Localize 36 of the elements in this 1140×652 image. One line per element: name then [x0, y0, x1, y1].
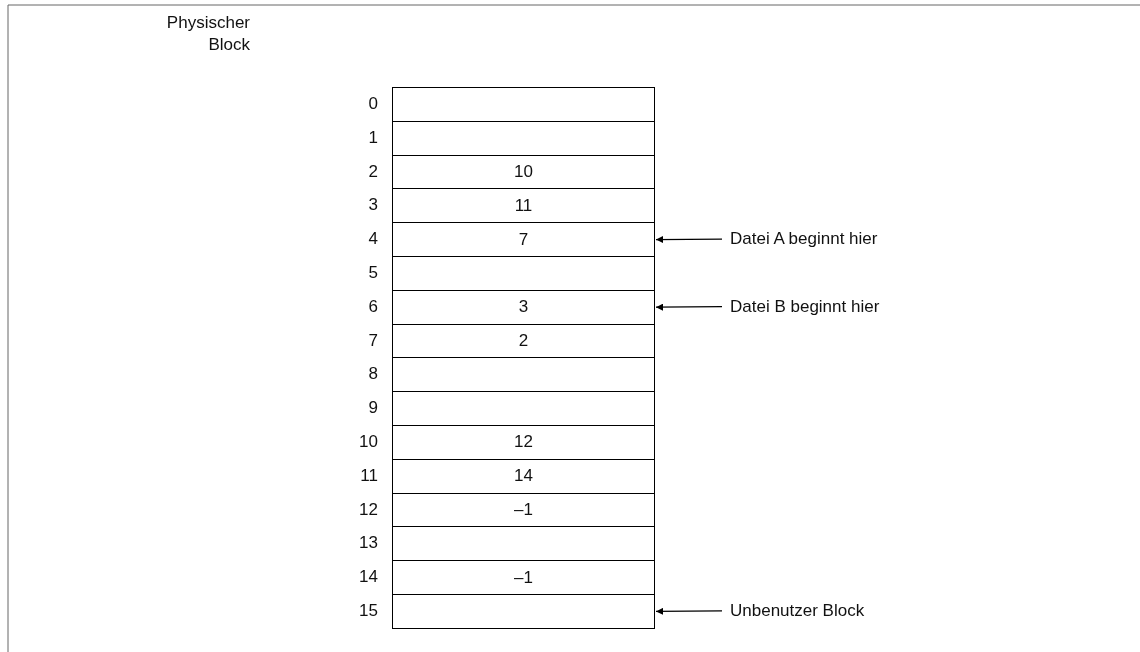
arrow — [655, 236, 723, 244]
block-number: 14 — [358, 567, 378, 588]
block-number: 6 — [367, 296, 378, 317]
block-number: 7 — [367, 330, 378, 351]
block-number: 5 — [367, 262, 378, 283]
block-entry: 14 — [392, 458, 655, 494]
block-number: 15 — [358, 600, 378, 621]
empty-block-entry — [392, 526, 655, 562]
empty-block-entry — [392, 391, 655, 426]
block-number: 4 — [367, 229, 378, 250]
arrow — [655, 303, 723, 311]
annotation-text: Datei B beginnt hier — [730, 296, 880, 317]
arrow — [655, 607, 723, 615]
block-number: 0 — [367, 93, 378, 114]
block-number: 8 — [367, 364, 378, 385]
block-number: 1 — [367, 127, 378, 148]
annotation-text: Datei A beginnt hier — [730, 229, 878, 250]
empty-block-entry — [392, 357, 655, 393]
block-entry: 7 — [392, 222, 655, 257]
block-number: 9 — [367, 398, 378, 419]
block-number: 12 — [358, 499, 378, 520]
empty-block-entry — [392, 256, 655, 291]
column-header: Physischer Block — [165, 12, 250, 56]
empty-block-entry — [392, 87, 655, 122]
block-number: 2 — [367, 161, 378, 182]
block-entry: 3 — [392, 289, 655, 325]
block-entry: 11 — [392, 188, 655, 224]
empty-block-entry — [392, 120, 655, 156]
block-number: 3 — [367, 195, 378, 216]
block-entry: 12 — [392, 425, 655, 460]
annotation-text: Unbenutzer Block — [730, 600, 865, 621]
block-number: 11 — [359, 465, 378, 486]
empty-block-entry — [392, 594, 655, 629]
block-number: 13 — [358, 533, 378, 554]
block-entry: –1 — [392, 560, 655, 595]
block-number: 10 — [358, 431, 378, 452]
